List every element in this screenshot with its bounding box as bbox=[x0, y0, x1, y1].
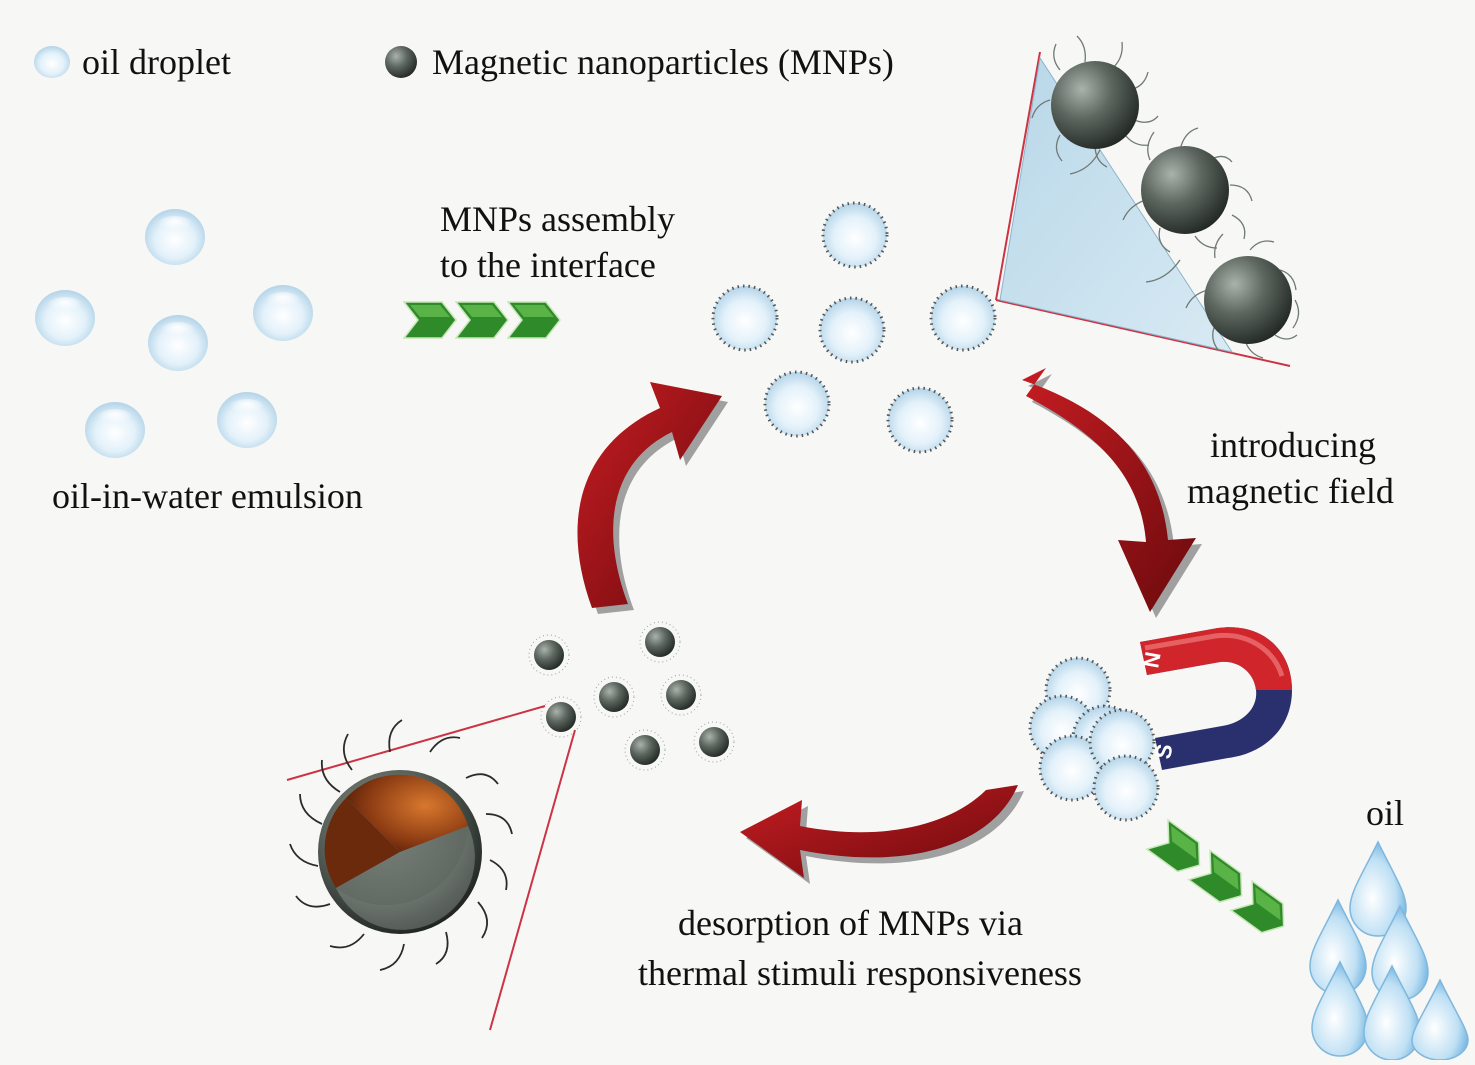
coated-droplet bbox=[818, 296, 886, 364]
step-arrow-assembly bbox=[403, 301, 561, 339]
aggregated-droplets bbox=[1028, 656, 1160, 822]
legend-oil-droplet-label: oil droplet bbox=[82, 42, 231, 82]
horseshoe-magnet-icon: N S bbox=[1138, 627, 1292, 770]
mnp bbox=[666, 680, 696, 710]
coated-droplet bbox=[886, 386, 954, 454]
magnet-south-label: S bbox=[1150, 742, 1177, 761]
mnp-core-shell-zoom bbox=[286, 705, 576, 1031]
oil-droplet bbox=[148, 315, 208, 371]
oil-label: oil bbox=[1366, 793, 1405, 833]
magnetic-label-line2: magnetic field bbox=[1187, 471, 1394, 511]
cycle-arrow-magnetic bbox=[1022, 368, 1202, 618]
emulsion-droplets bbox=[35, 209, 313, 458]
magnetic-label-line1: introducing bbox=[1210, 425, 1376, 465]
free-mnps bbox=[528, 621, 735, 771]
oil-droplet bbox=[35, 290, 95, 346]
desorption-label-line1: desorption of MNPs via bbox=[678, 903, 1023, 943]
oil-droplet bbox=[85, 402, 145, 458]
legend-mnp-icon bbox=[385, 46, 417, 78]
step-arrow-oil-release bbox=[1146, 819, 1295, 942]
interface-zoom-inset bbox=[995, 35, 1300, 367]
mnp bbox=[534, 640, 564, 670]
magnet-north-label: N bbox=[1138, 650, 1165, 670]
assembly-label-line1: MNPs assembly bbox=[440, 199, 676, 239]
oil-droplet bbox=[253, 285, 313, 341]
oil-droplet bbox=[217, 392, 277, 448]
coated-droplet bbox=[821, 201, 889, 269]
mnp bbox=[699, 727, 729, 757]
emulsion-label: oil-in-water emulsion bbox=[52, 476, 363, 516]
mnp bbox=[630, 735, 660, 765]
legend-mnp-label: Magnetic nanoparticles (MNPs) bbox=[432, 42, 894, 82]
cycle-arrow-desorption bbox=[740, 785, 1024, 884]
oil-droplet bbox=[145, 209, 205, 265]
cycle-arrow-reassembly bbox=[577, 382, 728, 614]
assembly-label-line2: to the interface bbox=[440, 245, 656, 285]
mnp bbox=[645, 627, 675, 657]
coated-droplets bbox=[711, 201, 997, 454]
mnp bbox=[599, 682, 629, 712]
coated-droplet bbox=[763, 370, 831, 438]
desorption-label-line2: thermal stimuli responsiveness bbox=[638, 953, 1082, 993]
oil-drops bbox=[1309, 840, 1469, 1061]
coated-droplet bbox=[711, 284, 779, 352]
legend-oil-droplet-icon bbox=[34, 46, 70, 78]
mnp bbox=[546, 702, 576, 732]
coated-droplet bbox=[929, 284, 997, 352]
